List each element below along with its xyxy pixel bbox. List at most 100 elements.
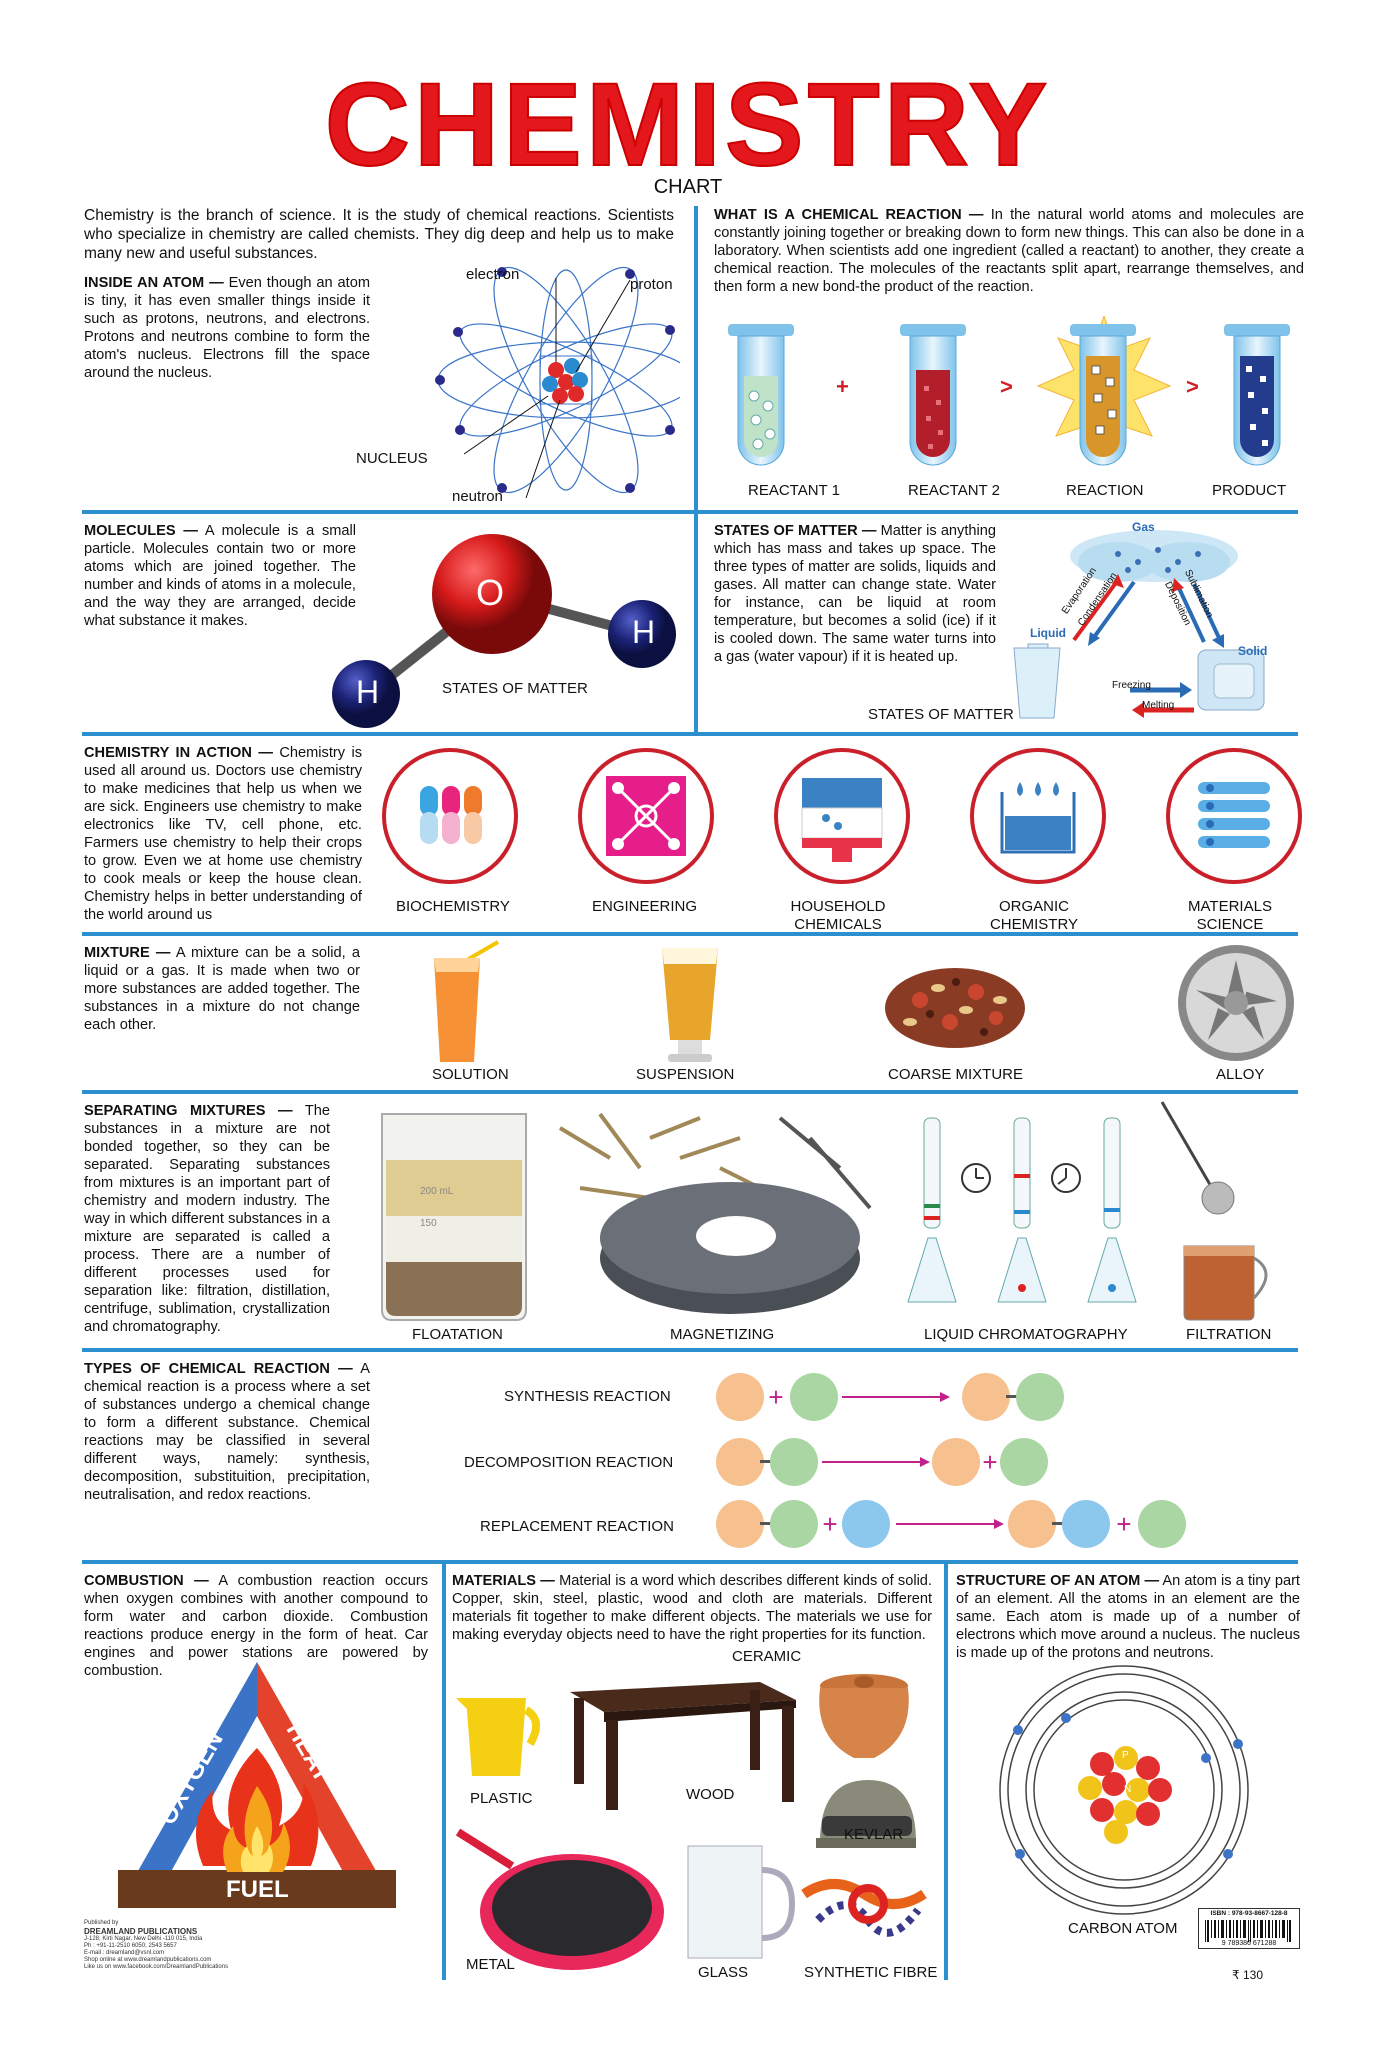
atom-diagram	[435, 266, 680, 499]
label-coarse-mixture: COARSE MIXTURE	[888, 1066, 1024, 1083]
glass-mug-image	[687, 1845, 796, 1959]
reaction-text: WHAT IS A CHEMICAL REACTION — In the nat…	[714, 207, 1304, 295]
wood-table-image	[570, 1682, 796, 1810]
particle-label-n: N	[1124, 1784, 1132, 1795]
floatation-beaker	[381, 1113, 527, 1321]
label-proton: proton	[630, 276, 673, 293]
metal-pan-image	[455, 1828, 664, 1970]
divider	[82, 732, 1298, 736]
page-subtitle: CHART	[653, 176, 723, 198]
label-neutron: neutron	[452, 488, 503, 505]
combustion-text: COMBUSTION — A combustion reaction occur…	[84, 1573, 428, 1679]
tube-reaction	[1036, 316, 1172, 466]
solution-image	[434, 940, 500, 1062]
organic-chemistry-icon	[970, 748, 1106, 884]
divider	[944, 1560, 948, 1980]
label-metal: METAL	[466, 1956, 515, 1973]
molecules-text: MOLECULES — A molecule is a small partic…	[84, 523, 356, 629]
svg-text:+: +	[982, 1447, 997, 1477]
molecules-caption: STATES OF MATTER	[442, 680, 588, 697]
water-molecule	[332, 534, 676, 728]
label-magnetizing: MAGNETIZING	[670, 1326, 775, 1343]
label-gas: Gas	[1132, 520, 1155, 534]
label-melting: Melting	[1142, 700, 1175, 711]
states-caption: STATES OF MATTER	[868, 706, 1014, 723]
beaker-mark: 150	[420, 1218, 437, 1229]
divider	[82, 1348, 1298, 1352]
carbon-atom-diagram	[999, 1665, 1249, 1915]
fire-triangle	[118, 1662, 396, 1908]
ceramic-pot-image	[819, 1674, 909, 1758]
label-reactant-2: REACTANT 2	[908, 482, 1000, 499]
op-plus: +	[836, 374, 849, 399]
triangle-fuel: FUEL	[226, 1876, 289, 1903]
label-ceramic: CERAMIC	[732, 1648, 802, 1665]
label-reactant-1: REACTANT 1	[748, 482, 840, 499]
svg-text:+: +	[822, 1509, 837, 1539]
page-title: CHEMISTRY	[324, 59, 1052, 191]
label-kevlar: KEVLAR	[844, 1826, 904, 1843]
alloy-wheel-image	[1178, 945, 1294, 1061]
materials-science-icon	[1166, 748, 1302, 884]
mixture-text: MIXTURE — A mixture can be a solid, a li…	[84, 945, 360, 1033]
types-text: TYPES OF CHEMICAL REACTION — A chemical …	[84, 1361, 370, 1503]
states-text: STATES OF MATTER — Matter is anything wh…	[714, 523, 996, 665]
atom-h-label: H	[632, 614, 656, 650]
barcode-bars	[1205, 1920, 1291, 1942]
label-wood: WOOD	[686, 1786, 735, 1803]
intro-text: Chemistry is the branch of science. It i…	[84, 207, 674, 262]
carbon-atom-caption: CARBON ATOM	[1068, 1920, 1178, 1937]
divider	[694, 206, 698, 732]
engineering-icon	[578, 748, 714, 884]
label-reaction: REACTION	[1066, 482, 1144, 499]
suspension-image	[662, 948, 718, 1062]
atom-section-text: INSIDE AN ATOM — Even though an atom is …	[84, 275, 370, 381]
magnetizing-image	[558, 1112, 872, 1314]
materials-text: MATERIALS — Material is a word which des…	[452, 1573, 932, 1643]
svg-text:+: +	[768, 1382, 783, 1412]
label-suspension: SUSPENSION	[636, 1066, 735, 1083]
tube-reactant-2	[900, 324, 966, 466]
tube-product	[1224, 324, 1290, 466]
beaker-mark: 200 mL	[420, 1186, 454, 1197]
tube-reactant-1	[728, 324, 794, 466]
label-engineering: ENGINEERING	[592, 898, 698, 915]
divider	[442, 1560, 446, 1980]
structure-text: STRUCTURE OF AN ATOM — An atom is a tiny…	[956, 1573, 1300, 1661]
biochemistry-icon	[382, 748, 518, 884]
label-decomposition: DECOMPOSITION REACTION	[464, 1454, 674, 1471]
divider	[82, 932, 1298, 936]
label-glass: GLASS	[698, 1964, 749, 1981]
particle-label-p: P	[1122, 1750, 1129, 1761]
coarse-mixture-image	[885, 968, 1025, 1048]
label-alloy: ALLOY	[1216, 1066, 1265, 1083]
action-text: CHEMISTRY IN ACTION — Chemistry is used …	[84, 745, 363, 923]
label-filtration: FILTRATION	[1186, 1326, 1272, 1343]
atom-o-label: O	[476, 572, 505, 613]
label-product: PRODUCT	[1212, 482, 1287, 499]
reaction-tubes	[728, 316, 1290, 466]
label-electron: electron	[466, 266, 520, 283]
reaction-types-diagram: + + + +	[716, 1373, 1186, 1548]
label-liquid-chromatography: LIQUID CHROMATOGRAPHY	[924, 1326, 1128, 1343]
label-biochemistry: BIOCHEMISTRY	[396, 898, 510, 915]
label-synthesis: SYNTHESIS REACTION	[504, 1388, 671, 1405]
label-liquid: Liquid	[1030, 626, 1066, 640]
atom-h-label: H	[356, 674, 380, 710]
price-label: ₹ 130	[1232, 1968, 1263, 1982]
label-solution: SOLUTION	[432, 1066, 509, 1083]
publisher-block: Published by DREAMLAND PUBLICATIONS J-12…	[84, 1920, 229, 1970]
household-chemicals-icon	[774, 748, 910, 884]
plastic-jug-image	[456, 1698, 540, 1776]
label-solid: Solid	[1238, 644, 1268, 658]
label-floatation: FLOATATION	[412, 1326, 503, 1343]
states-diagram	[1013, 530, 1265, 719]
label-nucleus: NUCLEUS	[356, 450, 428, 467]
label-synthetic-fibre: SYNTHETIC FIBRE	[804, 1964, 938, 1981]
label-plastic: PLASTIC	[470, 1790, 533, 1807]
svg-text:+: +	[1116, 1509, 1131, 1539]
op-arrow: >	[1186, 374, 1199, 399]
